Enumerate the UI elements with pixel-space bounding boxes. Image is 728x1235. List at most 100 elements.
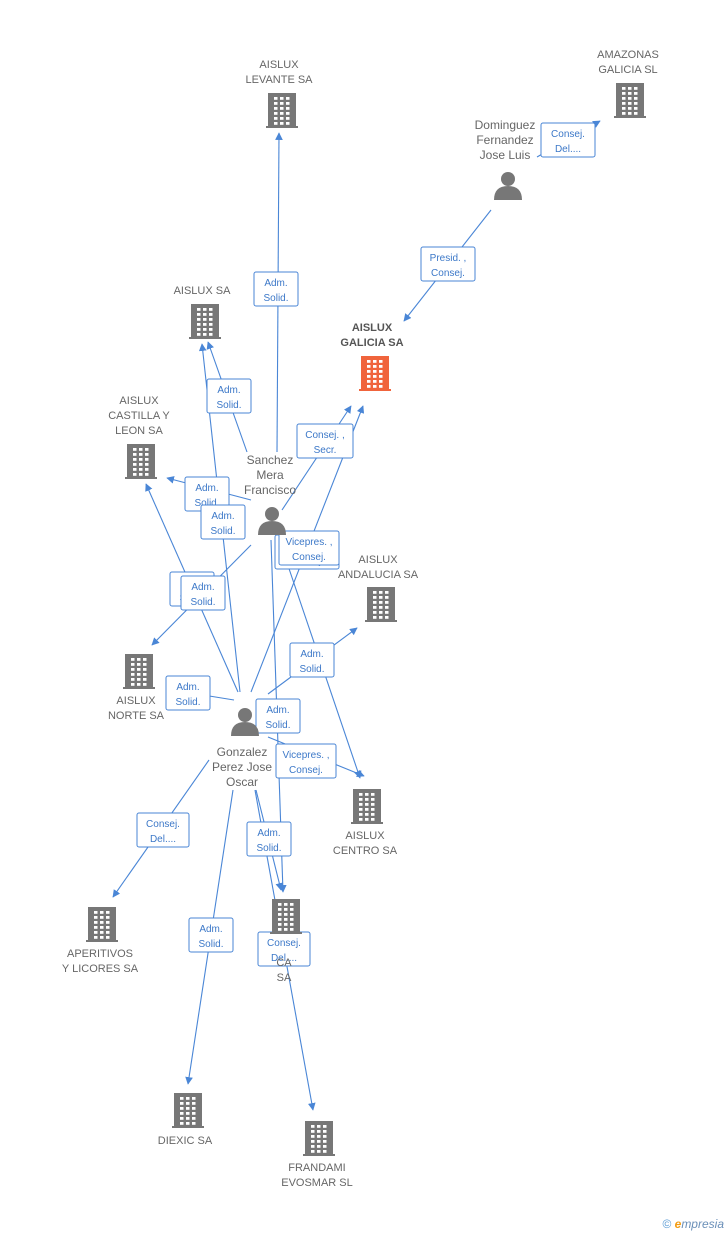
person-label-gonzalez: Perez Jose: [212, 760, 272, 774]
company-frandami-icon[interactable]: [303, 1121, 335, 1156]
person-label-sanchez: Mera: [256, 468, 284, 482]
role-label-gonzalez-centro[interactable]: Vicepres. , Consej.: [275, 743, 337, 779]
role-label-text: Solid.: [299, 664, 324, 675]
brand-name: mpresia: [681, 1217, 724, 1231]
role-label-text: Consej. ,: [305, 430, 344, 441]
role-label-gonzalez-diexic[interactable]: Adm. Solid.: [188, 917, 234, 953]
company-diexic-icon[interactable]: [172, 1093, 204, 1128]
company-levante-icon[interactable]: [266, 93, 298, 128]
role-label-text: Consej.: [146, 819, 180, 830]
company-label-frandami: FRANDAMI: [288, 1162, 345, 1174]
company-label-norte: NORTE SA: [108, 710, 165, 722]
role-label-gonzalez-frandami[interactable]: Consej. Del....: [257, 931, 311, 967]
role-label-text: Solid.: [194, 498, 219, 509]
role-label-text: Del....: [555, 144, 581, 155]
role-label-text: Solid.: [216, 400, 241, 411]
company-label-norte: AISLUX: [116, 695, 156, 707]
company-andalucia-icon[interactable]: [365, 587, 397, 622]
role-label-text: Adm.: [257, 828, 280, 839]
role-label-gonzalez-norte[interactable]: Adm. Solid.: [165, 675, 211, 711]
role-label-text: Adm.: [300, 649, 323, 660]
role-label-text: Solid.: [190, 597, 215, 608]
role-label-sanchez-galicia[interactable]: Consej. , Secr.: [296, 423, 354, 459]
company-castilla-icon[interactable]: [125, 444, 157, 479]
role-label-text: Adm.: [264, 278, 287, 289]
role-label-gonzalez-aperitivos[interactable]: Consej. Del....: [136, 812, 190, 848]
company-aperitivos-icon[interactable]: [86, 907, 118, 942]
company-label-centro: AISLUX: [345, 830, 385, 842]
person-label-gonzalez: Gonzalez: [217, 745, 268, 759]
company-norte-icon[interactable]: [123, 654, 155, 689]
role-label-text: Solid.: [256, 843, 281, 854]
role-label-text: Vicepres. ,: [285, 537, 332, 548]
role-label-gonzalez-andalucia[interactable]: Adm. Solid.: [289, 642, 335, 678]
person-sanchez-icon[interactable]: [258, 507, 286, 535]
role-label-text: Adm.: [176, 682, 199, 693]
person-label-sanchez: Sanchez: [247, 453, 294, 467]
person-label-gonzalez: Oscar: [226, 775, 258, 789]
role-label-dominguez-galicia[interactable]: Presid. , Consej.: [420, 246, 476, 282]
company-label-frandami: EVOSMAR SL: [281, 1177, 353, 1189]
company-label-levante: LEVANTE SA: [245, 74, 313, 86]
role-label-text: Adm.: [217, 385, 240, 396]
role-label-text: Adm.: [211, 511, 234, 522]
role-label-text: Adm.: [195, 483, 218, 494]
company-label-castilla: AISLUX: [119, 395, 159, 407]
company-label-ca: SA: [277, 972, 292, 984]
role-label-text: Secr.: [314, 445, 337, 456]
role-label-text: Solid.: [265, 720, 290, 731]
company-galicia-icon[interactable]: [359, 356, 391, 391]
role-label-text: Solid.: [175, 697, 200, 708]
role-label-sanchez-aisluxsa[interactable]: Adm. Solid.: [206, 378, 252, 414]
company-label-ca: CA: [276, 957, 292, 969]
company-label-levante: AISLUX: [259, 59, 299, 71]
role-label-text: Adm.: [266, 705, 289, 716]
role-label-text: Solid.: [198, 939, 223, 950]
role-label-gonzalez-galicia[interactable]: Vicepres. , Consej.: [278, 530, 340, 566]
role-label-text: Adm.: [199, 924, 222, 935]
role-label-text: Vicepres. ,: [282, 750, 329, 761]
person-label-dominguez: Dominguez: [475, 118, 536, 132]
person-gonzalez-icon[interactable]: [231, 708, 259, 736]
person-label-dominguez: Jose Luis: [480, 148, 531, 162]
role-label-gonzalez-ca[interactable]: Adm. Solid.: [246, 821, 292, 857]
role-label-gonzalez-castilla[interactable]: Adm. Solid.: [180, 575, 226, 611]
role-label-text: Del....: [150, 834, 176, 845]
company-label-andalucia: AISLUX: [358, 554, 398, 566]
brand-initial: e: [674, 1217, 682, 1231]
company-label-galicia: GALICIA SA: [340, 337, 403, 349]
company-label-aperitivos: Y LICORES SA: [62, 963, 139, 975]
company-aisluxsa-icon[interactable]: [189, 304, 221, 339]
person-label-dominguez: Fernandez: [476, 133, 533, 147]
company-amazonas-icon[interactable]: [614, 83, 646, 118]
role-label-text: Consej.: [289, 765, 323, 776]
role-label-text: Solid.: [210, 526, 235, 537]
company-label-centro: CENTRO SA: [333, 845, 398, 857]
company-label-amazonas: GALICIA SL: [598, 64, 657, 76]
role-label-text: Consej.: [431, 268, 465, 279]
role-label-text: Consej.: [551, 129, 585, 140]
company-label-amazonas: AMAZONAS: [597, 49, 659, 61]
company-label-galicia: AISLUX: [352, 322, 393, 334]
role-label-sanchez-levante[interactable]: Adm. Solid.: [253, 271, 299, 307]
company-label-aperitivos: APERITIVOS: [67, 948, 133, 960]
company-label-aisluxsa: AISLUX SA: [174, 285, 232, 297]
company-ca-icon[interactable]: [270, 899, 302, 934]
role-label-text: Consej.: [292, 552, 326, 563]
empresia-watermark[interactable]: © empresia: [662, 1217, 724, 1231]
role-label-sanchez-ca[interactable]: Adm. Solid.: [255, 698, 301, 734]
company-centro-icon[interactable]: [351, 789, 383, 824]
company-label-andalucia: ANDALUCIA SA: [338, 569, 419, 581]
role-label-dominguez-amazonas[interactable]: Consej. Del....: [540, 122, 596, 158]
role-label-gonzalez-aisluxsa[interactable]: Adm. Solid.: [200, 504, 246, 540]
role-label-text: Consej.: [267, 938, 301, 949]
person-dominguez-icon[interactable]: [494, 172, 522, 200]
company-label-diexic: DIEXIC SA: [158, 1135, 213, 1147]
copyright-symbol: ©: [662, 1217, 672, 1231]
role-label-text: Del....: [271, 953, 297, 964]
person-label-sanchez: Francisco: [244, 483, 296, 497]
role-label-text: Adm.: [191, 582, 214, 593]
role-label-text: Solid.: [263, 293, 288, 304]
role-label-text: Presid. ,: [430, 253, 467, 264]
